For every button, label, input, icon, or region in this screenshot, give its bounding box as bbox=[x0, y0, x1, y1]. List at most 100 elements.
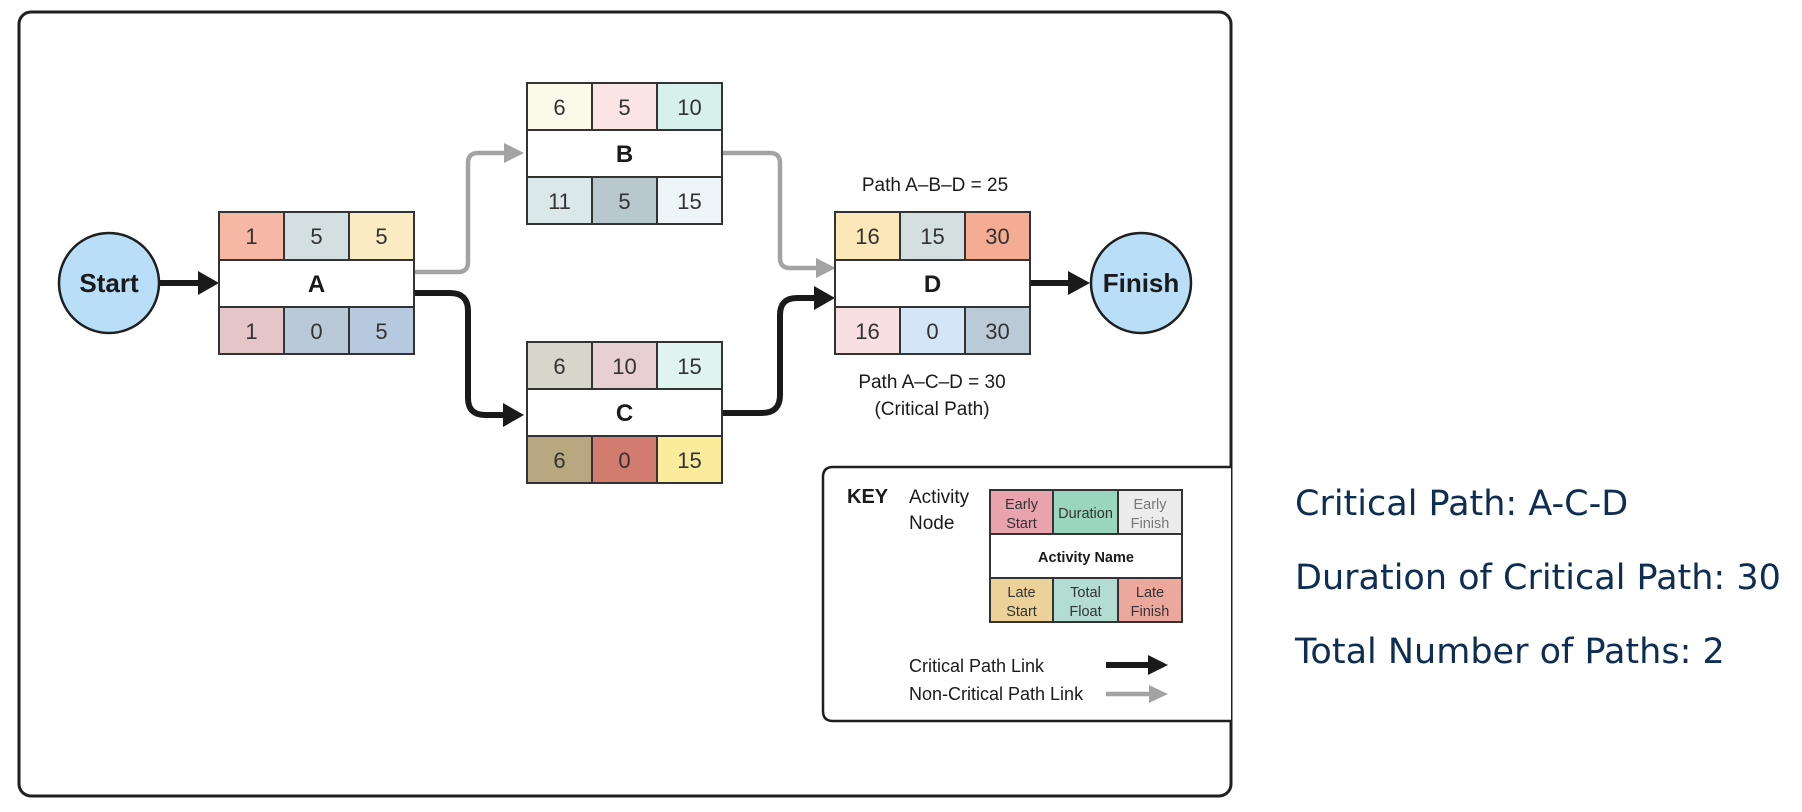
cell-name bbox=[526, 388, 723, 437]
key-node-label-line1: Activity bbox=[909, 487, 970, 508]
cell-name bbox=[218, 259, 415, 308]
cell-total-float bbox=[899, 306, 966, 355]
activity-node-b: 6 5 10 B 11 5 15 bbox=[526, 82, 723, 225]
key-legend: KEY Activity Node Early Start Duration E… bbox=[821, 465, 1231, 723]
cell-late-finish bbox=[964, 306, 1031, 355]
key-title: KEY bbox=[847, 486, 889, 508]
key-total-float-line1: Total bbox=[1070, 585, 1101, 601]
cell-name bbox=[834, 259, 1031, 308]
key-early-finish-line2: Finish bbox=[1131, 516, 1170, 532]
cell-late-start bbox=[834, 306, 901, 355]
cell-late-finish bbox=[656, 435, 723, 484]
cell-total-float bbox=[591, 176, 658, 225]
arrowhead-b-d bbox=[816, 258, 836, 278]
late-finish-value: 30 bbox=[985, 319, 1009, 344]
key-early-start-line2: Start bbox=[1006, 516, 1037, 532]
key-late-start-line1: Late bbox=[1007, 585, 1035, 601]
activity-node-a: 1 5 5 A 1 0 5 bbox=[218, 211, 415, 355]
late-finish-value: 15 bbox=[677, 448, 701, 473]
arrowhead-d-finish bbox=[1068, 271, 1090, 295]
late-start-value: 11 bbox=[548, 189, 571, 214]
cell-early-finish bbox=[964, 211, 1031, 261]
activity-node-d: 16 15 30 D 16 0 30 bbox=[834, 211, 1031, 355]
late-start-value: 1 bbox=[245, 319, 257, 344]
early-start-value: 1 bbox=[245, 224, 257, 249]
cell-late-finish bbox=[348, 306, 415, 355]
finish-terminal: Finish bbox=[1089, 231, 1193, 335]
cell-late-start bbox=[218, 306, 285, 355]
cell-early-finish bbox=[656, 82, 723, 131]
activity-name: A bbox=[308, 271, 325, 298]
late-finish-value: 5 bbox=[375, 319, 387, 344]
key-noncritical-link-label: Non-Critical Path Link bbox=[909, 684, 1084, 704]
arrowhead-start-a bbox=[198, 271, 219, 295]
duration-value: 10 bbox=[612, 354, 636, 379]
summary-panel: Critical Path: A-C-D Duration of Critica… bbox=[1295, 478, 1795, 700]
cell-late-finish bbox=[656, 176, 723, 225]
arrowhead-a-c bbox=[503, 403, 524, 427]
early-start-value: 6 bbox=[553, 95, 565, 120]
critical-link-a-c bbox=[414, 290, 506, 418]
duration-value: 5 bbox=[618, 95, 630, 120]
total-float-value: 0 bbox=[926, 319, 938, 344]
start-label: Start bbox=[79, 268, 139, 298]
critical-path-duration: Duration of Critical Path: 30 bbox=[1295, 558, 1781, 598]
key-duration-label: Duration bbox=[1058, 506, 1113, 522]
key-critical-link-label: Critical Path Link bbox=[909, 656, 1045, 676]
late-start-value: 16 bbox=[855, 319, 879, 344]
critical-path-summary: Critical Path: A-C-D bbox=[1295, 484, 1629, 524]
key-late-start-line2: Start bbox=[1006, 604, 1037, 620]
key-sample-node: Early Start Duration Early Finish Activi… bbox=[989, 489, 1183, 623]
key-cell-early-finish bbox=[1117, 489, 1183, 535]
duration-value: 5 bbox=[310, 224, 322, 249]
path-acd-label: Path A–C–D = 30 bbox=[858, 372, 1005, 393]
activity-name: B bbox=[616, 141, 633, 168]
total-float-value: 0 bbox=[618, 448, 630, 473]
key-cell-name bbox=[989, 533, 1183, 579]
key-activity-name-label: Activity Name bbox=[1038, 550, 1134, 566]
critical-link-c-d bbox=[722, 295, 816, 416]
activity-name: C bbox=[616, 400, 633, 427]
duration-value: 15 bbox=[920, 224, 944, 249]
finish-label: Finish bbox=[1103, 268, 1180, 298]
key-cell-late-start bbox=[989, 577, 1054, 623]
key-cell-duration bbox=[1052, 489, 1119, 535]
key-late-finish-line2: Finish bbox=[1131, 604, 1170, 620]
key-critical-arrowhead bbox=[1148, 655, 1168, 675]
noncritical-link-b-d bbox=[722, 150, 818, 271]
key-early-start-line1: Early bbox=[1005, 497, 1039, 513]
key-total-float-line2: Float bbox=[1069, 604, 1101, 620]
key-cell-total-float bbox=[1052, 577, 1119, 623]
early-start-value: 6 bbox=[553, 354, 565, 379]
early-finish-value: 15 bbox=[677, 354, 701, 379]
cell-name bbox=[526, 129, 723, 178]
total-paths-count: Total Number of Paths: 2 bbox=[1295, 632, 1725, 672]
key-noncritical-arrowhead bbox=[1149, 685, 1168, 703]
early-finish-value: 10 bbox=[677, 95, 701, 120]
total-float-value: 5 bbox=[618, 189, 630, 214]
key-cell-late-finish bbox=[1117, 577, 1183, 623]
cell-total-float bbox=[591, 435, 658, 484]
critical-path-note: (Critical Path) bbox=[874, 399, 989, 420]
activity-node-c: 6 10 15 C 6 0 15 bbox=[526, 341, 723, 484]
start-terminal: Start bbox=[57, 231, 161, 335]
cell-early-finish bbox=[656, 341, 723, 390]
early-finish-value: 5 bbox=[375, 224, 387, 249]
activity-name: D bbox=[924, 271, 941, 298]
arrowhead-c-d bbox=[814, 286, 835, 310]
key-node-label-line2: Node bbox=[909, 513, 954, 534]
arrowhead-a-b bbox=[504, 143, 524, 163]
noncritical-link-a-b bbox=[414, 150, 508, 275]
late-start-value: 6 bbox=[553, 448, 565, 473]
late-finish-value: 15 bbox=[677, 189, 701, 214]
path-abd-label: Path A–B–D = 25 bbox=[862, 175, 1008, 196]
cell-early-finish bbox=[348, 211, 415, 261]
links bbox=[160, 143, 1090, 427]
early-start-value: 16 bbox=[855, 224, 879, 249]
early-finish-value: 30 bbox=[985, 224, 1009, 249]
total-float-value: 0 bbox=[310, 319, 322, 344]
cell-duration bbox=[591, 341, 658, 390]
key-early-finish-line1: Early bbox=[1133, 497, 1167, 513]
key-late-finish-line1: Late bbox=[1136, 585, 1164, 601]
